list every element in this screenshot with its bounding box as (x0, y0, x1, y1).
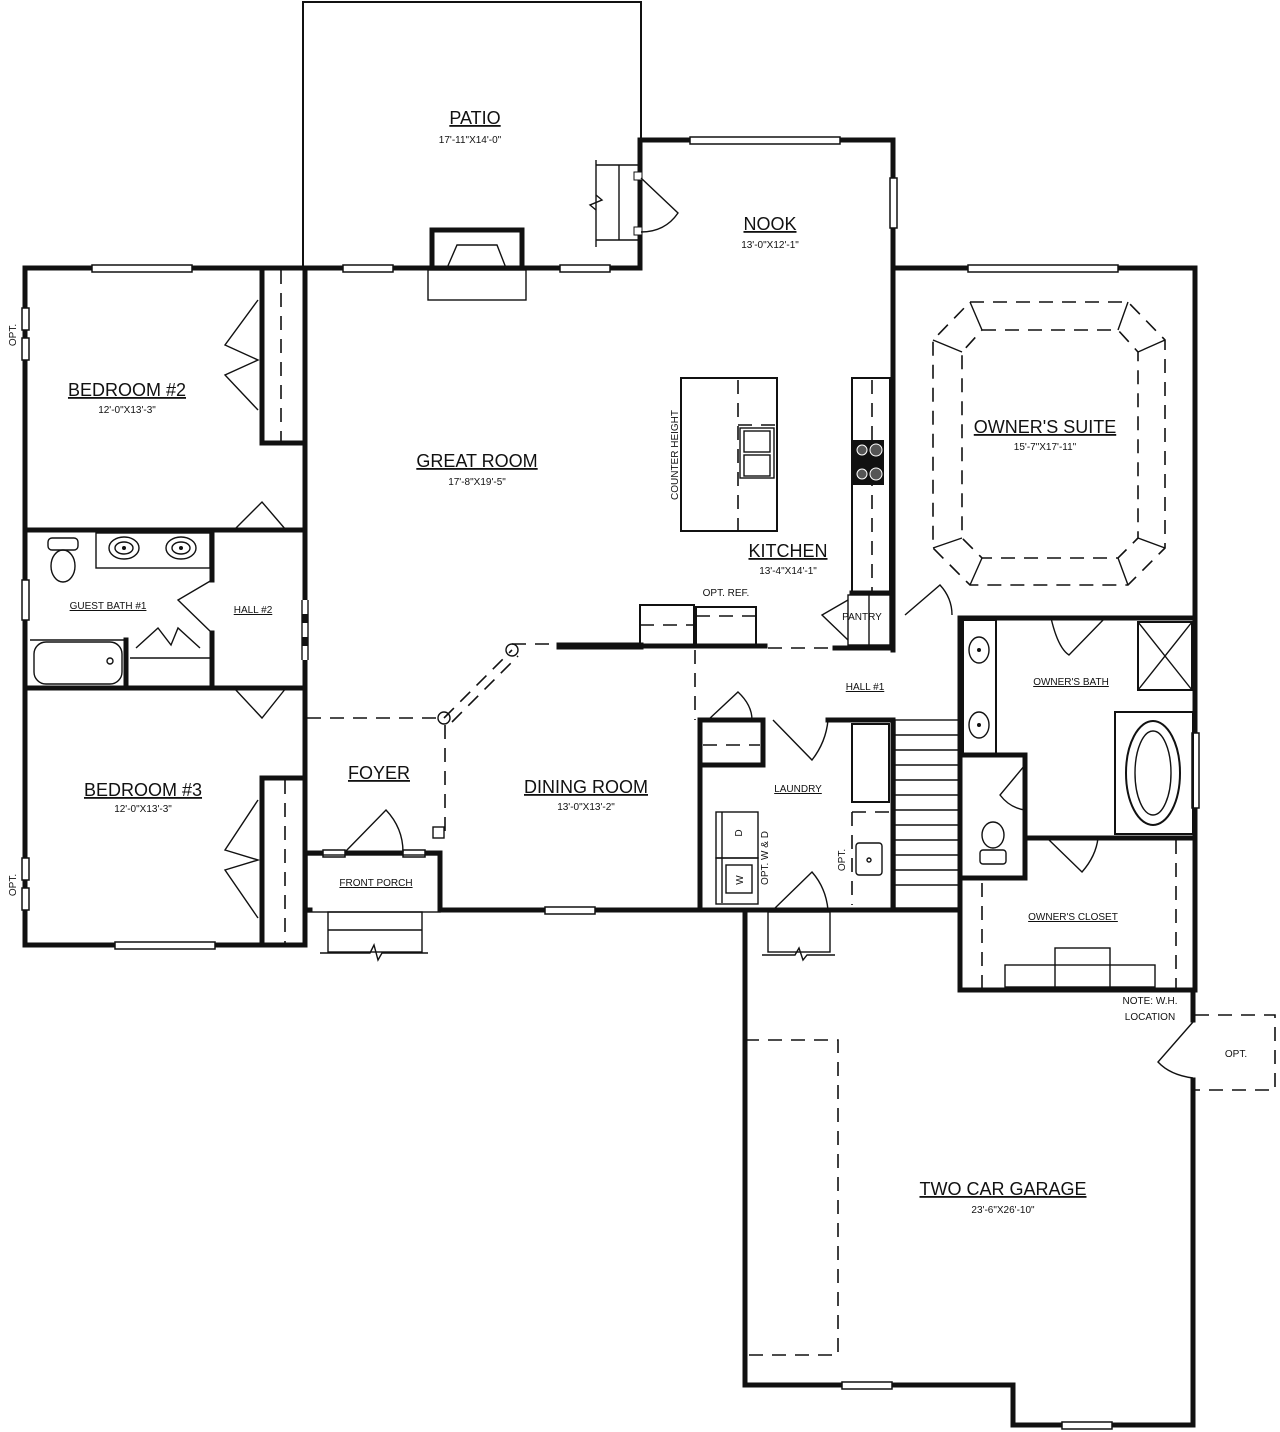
room-name-laundry: LAUNDRY (774, 784, 822, 795)
washer-label: W (735, 875, 746, 885)
left-wing-walls (22, 265, 309, 948)
room-name-nook: NOOK (743, 214, 796, 234)
room-dims-dining-room: 13'-0"X13'-2" (557, 802, 615, 813)
room-dims-nook: 13'-0"X12'-1" (741, 240, 799, 251)
room-dims-great-room: 17'-8"X19'-5" (448, 477, 506, 488)
room-dims-garage: 23'-6"X26'-10" (971, 1205, 1035, 1216)
room-name-foyer: FOYER (348, 763, 410, 783)
room-labels: PATIO 17'-11"X14'-0" NOOK 13'-0"X12'-1" … (68, 108, 1118, 1216)
room-name-garage: TWO CAR GARAGE (919, 1179, 1086, 1199)
room-name-great-room: GREAT ROOM (416, 451, 537, 471)
laundry-area (697, 691, 961, 962)
kitchen-fixtures (512, 265, 896, 720)
stair-treads (895, 734, 960, 886)
owners-bath-closet (904, 584, 1198, 993)
room-name-owners-bath: OWNER'S BATH (1033, 677, 1109, 688)
room-name-dining-room: DINING ROOM (524, 777, 648, 797)
opt-garage-extension: OPT. (1225, 1049, 1247, 1060)
room-name-hall1: HALL #1 (846, 682, 885, 693)
opt-window-bedroom2: OPT. (8, 324, 19, 346)
room-name-front-porch: FRONT PORCH (339, 878, 412, 889)
dryer-label: D (734, 829, 745, 836)
nook-patio-door (633, 171, 679, 236)
foyer-dining (302, 643, 519, 962)
fireplace (427, 227, 527, 301)
opt-window-bedroom3: OPT. (8, 874, 19, 896)
wh-note-line2: LOCATION (1125, 1012, 1175, 1023)
room-name-patio: PATIO (449, 108, 500, 128)
annotations: COUNTER HEIGHT OPT. REF. OPT. W & D D W … (8, 324, 1247, 1060)
opt-wd-note: OPT. W & D (760, 831, 771, 885)
room-dims-bedroom3: 12'-0"X13'-3" (114, 804, 172, 815)
room-name-bedroom2: BEDROOM #2 (68, 380, 186, 400)
counter-height-note: COUNTER HEIGHT (670, 410, 681, 500)
room-dims-owners-suite: 15'-7"X17'-11" (1014, 442, 1077, 453)
garage-area (745, 1014, 1276, 1356)
room-name-hall2: HALL #2 (234, 605, 273, 616)
wh-note-line1: NOTE: W.H. (1123, 996, 1178, 1007)
windows (21, 136, 1200, 1430)
room-dims-kitchen: 13'-4"X14'-1" (759, 566, 817, 577)
opt-sink-note: OPT. (837, 849, 848, 871)
owners-suite-ceiling (932, 301, 1166, 586)
room-dims-patio: 17'-11"X14'-0" (439, 135, 502, 146)
room-name-owners-suite: OWNER'S SUITE (974, 417, 1116, 437)
patio-area (302, 1, 642, 268)
room-name-pantry: PANTRY (842, 612, 882, 623)
room-name-kitchen: KITCHEN (748, 541, 827, 561)
room-name-guest-bath: GUEST BATH #1 (70, 601, 147, 612)
room-name-owners-closet: OWNER'S CLOSET (1028, 912, 1118, 923)
room-dims-bedroom2: 12'-0"X13'-3" (98, 405, 156, 416)
room-name-bedroom3: BEDROOM #3 (84, 780, 202, 800)
opt-ref-note: OPT. REF. (703, 588, 750, 599)
